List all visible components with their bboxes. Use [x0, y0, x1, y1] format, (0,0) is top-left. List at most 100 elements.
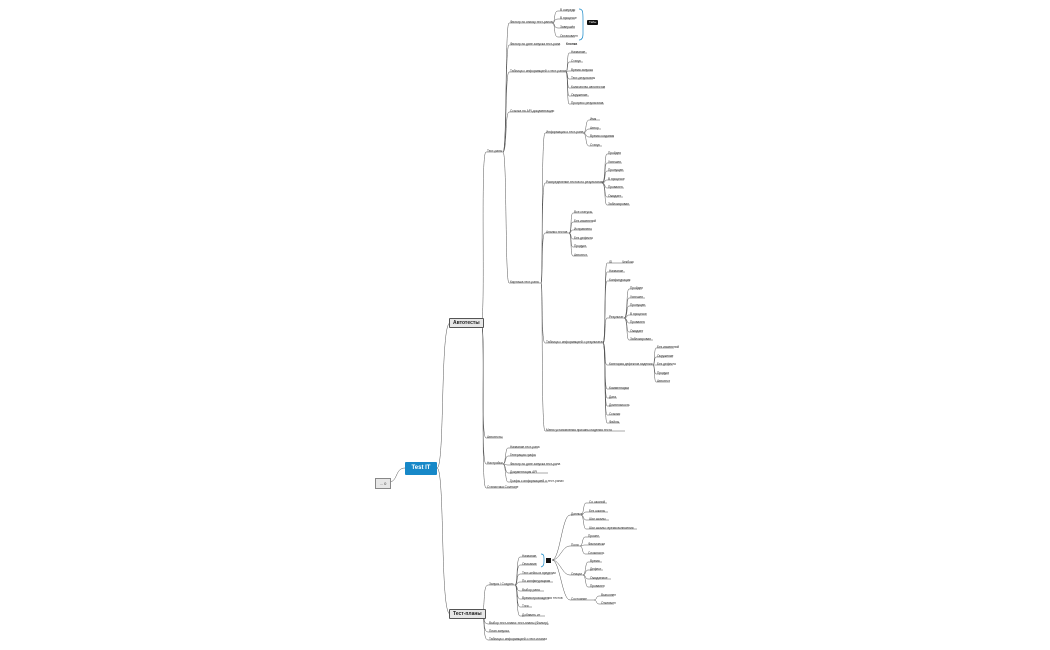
- node-runs-list-1[interactable]: В процессе: [560, 16, 577, 20]
- node-settings-3[interactable]: Документация API: [510, 470, 538, 474]
- node-table-4[interactable]: Количество автотестов: [571, 85, 606, 89]
- node-run-form[interactable]: Запуск / Создать: [489, 582, 514, 586]
- node-distribution[interactable]: Распределение тестов по результатам: [546, 180, 604, 184]
- node-dist-1[interactable]: Успешен: [608, 160, 621, 164]
- node-table-0[interactable]: Название: [571, 50, 586, 54]
- node-result-status[interactable]: Результат: [609, 315, 624, 319]
- node-settings-2[interactable]: Фильтр по дате запуска тест-рана: [510, 462, 561, 466]
- node-choose-plan[interactable]: Выбор тест-плана: тест-планы (Фильтр): [489, 621, 549, 625]
- node-data-0[interactable]: Со шкалой: [589, 500, 606, 504]
- node-info-0[interactable]: Имя: [590, 117, 597, 121]
- node-rs-4[interactable]: Провален: [630, 320, 645, 324]
- node-plan-name[interactable]: План запуска: [489, 629, 509, 633]
- node-fields[interactable]: Поля: [571, 543, 579, 547]
- node-runs-list-3[interactable]: Остановлен: [560, 34, 578, 38]
- node-sections-1[interactable]: Дефект: [590, 567, 602, 571]
- topic-autotests[interactable]: Автотесты: [449, 318, 484, 328]
- node-rs-3[interactable]: В процессе: [630, 312, 647, 316]
- node-data-3[interactable]: Шаг шкалы: время включения: [589, 526, 634, 530]
- node-analytics-4[interactable]: Продукт: [574, 244, 587, 248]
- node-sections-3[interactable]: Провален: [590, 584, 605, 588]
- node-analytics-2[interactable]: Исправлено: [574, 227, 592, 231]
- node-tail-3[interactable]: Ссылки: [609, 412, 621, 416]
- node-table-6[interactable]: Прогресс результатов: [571, 101, 604, 105]
- collapsed-node[interactable]: ... 0: [375, 478, 391, 489]
- node-form-5[interactable]: Время прохождения тестов: [522, 596, 563, 600]
- node-sections-2[interactable]: Ожидаемое: [590, 576, 608, 580]
- node-dist-0[interactable]: Пройден: [608, 151, 622, 155]
- node-summary-1[interactable]: Отключен: [601, 601, 616, 605]
- node-form-3[interactable]: По конфигурациям: [522, 579, 551, 583]
- node-tail-4[interactable]: Файлы: [609, 420, 620, 424]
- node-fields-2[interactable]: Сложность: [588, 551, 605, 555]
- node-tests[interactable]: Тест-раны: [487, 149, 503, 153]
- node-defect-category[interactable]: Категория дефектов падения: [609, 362, 653, 366]
- node-defect-4[interactable]: Автотест: [657, 379, 671, 383]
- node-defect-0[interactable]: Без изменений: [657, 345, 680, 349]
- node-form-7[interactable]: Добавить ит: [522, 613, 541, 617]
- node-settings[interactable]: Настройки: [487, 461, 503, 465]
- node-dist-3[interactable]: В процессе: [608, 177, 625, 181]
- node-dist-4[interactable]: Провален: [608, 185, 623, 189]
- node-runs-date[interactable]: Фильтр по дате запуска тест-рана: [510, 42, 561, 46]
- node-fields-0[interactable]: Прочее: [588, 534, 599, 538]
- node-analytics-5[interactable]: Автотест: [574, 253, 588, 257]
- node-tail-0[interactable]: Комментарии: [609, 386, 630, 390]
- node-plan-table[interactable]: Таблица с информацией о тест-планах: [489, 637, 548, 641]
- node-data[interactable]: Данные: [571, 512, 583, 516]
- node-table[interactable]: Таблица с информацией о тест-ранах: [510, 69, 567, 73]
- node-analytics-1[interactable]: Без изменений: [574, 219, 597, 223]
- node-tail-1[interactable]: Дата: [609, 395, 617, 399]
- node-table-5[interactable]: Окружение: [571, 93, 588, 97]
- node-data-2[interactable]: Шаг шкалы: [589, 517, 606, 521]
- node-form-4[interactable]: Выбор рана: [522, 588, 540, 592]
- root-node[interactable]: Test IT: [405, 462, 437, 475]
- node-summary[interactable]: Состояние: [571, 597, 587, 601]
- node-dist-5[interactable]: Ожидает: [608, 194, 622, 198]
- node-info[interactable]: Информация о тест-ране: [546, 130, 584, 134]
- node-form-0[interactable]: Название: [522, 554, 537, 558]
- node-runs-list-2[interactable]: Завершён: [560, 25, 575, 29]
- node-result-0[interactable]: Название: [609, 269, 624, 273]
- node-analytics-3[interactable]: Без дефекта: [574, 236, 593, 240]
- node-analytics[interactable]: Анализ тестов: [546, 230, 568, 234]
- node-rs-0[interactable]: Пройден: [630, 286, 644, 290]
- node-autotests2[interactable]: Автотесты: [487, 435, 503, 439]
- node-result-table[interactable]: Таблица с информацией о результатах: [546, 340, 604, 344]
- node-table-3[interactable]: Тест-результаты: [571, 76, 596, 80]
- node-rs-5[interactable]: Ожидает: [630, 329, 644, 333]
- node-info-2[interactable]: Время создания: [590, 134, 615, 138]
- node-defect-2[interactable]: Без дефекта: [657, 362, 676, 366]
- node-dist-2[interactable]: Пропущен: [608, 168, 624, 172]
- node-settings-1[interactable]: Генерация графа: [510, 453, 536, 457]
- node-settings-0[interactable]: Название тест-рана: [510, 445, 540, 449]
- node-table-1[interactable]: Статус: [571, 59, 582, 63]
- node-runs-list-0[interactable]: В очереди: [560, 8, 576, 12]
- node-dist-6[interactable]: Заблокирован: [608, 202, 629, 206]
- node-result-1[interactable]: Конфигурация: [609, 278, 631, 282]
- node-form-6[interactable]: Тэги: [522, 604, 529, 608]
- node-result-id[interactable]: ID: [609, 260, 613, 264]
- node-defect-1[interactable]: Окружение: [657, 354, 674, 358]
- node-form-1[interactable]: Описание: [522, 562, 537, 566]
- node-fields-1[interactable]: Фактически: [588, 542, 606, 546]
- node-api-link[interactable]: Ссылка на API-документацию: [510, 109, 555, 113]
- node-info-1[interactable]: Автор: [590, 126, 599, 130]
- node-info-3[interactable]: Статус: [590, 143, 601, 147]
- node-rs-1[interactable]: Успешен: [630, 295, 643, 299]
- node-status-zone[interactable]: Статистика Coverage: [487, 485, 519, 489]
- node-defect-3[interactable]: Продукт: [657, 371, 670, 375]
- topic-testplans[interactable]: Тест-планы: [449, 609, 486, 619]
- node-sections[interactable]: Секции: [571, 572, 582, 576]
- node-analytics-0[interactable]: Все статусы: [574, 210, 593, 214]
- node-sections-0[interactable]: Время: [590, 559, 600, 563]
- node-stack-trace[interactable]: Меню установления причины падения теста: [546, 428, 612, 432]
- node-form-2[interactable]: Тест-кейсы в пределах: [522, 571, 556, 575]
- node-run-view[interactable]: Карточка тест-рана: [510, 280, 539, 284]
- node-runs-list[interactable]: Фильтр по списку тест-ранов: [510, 20, 553, 24]
- node-rs-2[interactable]: Пропущен: [630, 303, 646, 307]
- node-table-2[interactable]: Время запуска: [571, 68, 593, 72]
- node-data-1[interactable]: Без шкалы: [589, 509, 606, 513]
- node-rs-6[interactable]: Заблокирован: [630, 337, 651, 341]
- node-settings-4[interactable]: Графы с информацией о тест-ранах: [510, 479, 564, 483]
